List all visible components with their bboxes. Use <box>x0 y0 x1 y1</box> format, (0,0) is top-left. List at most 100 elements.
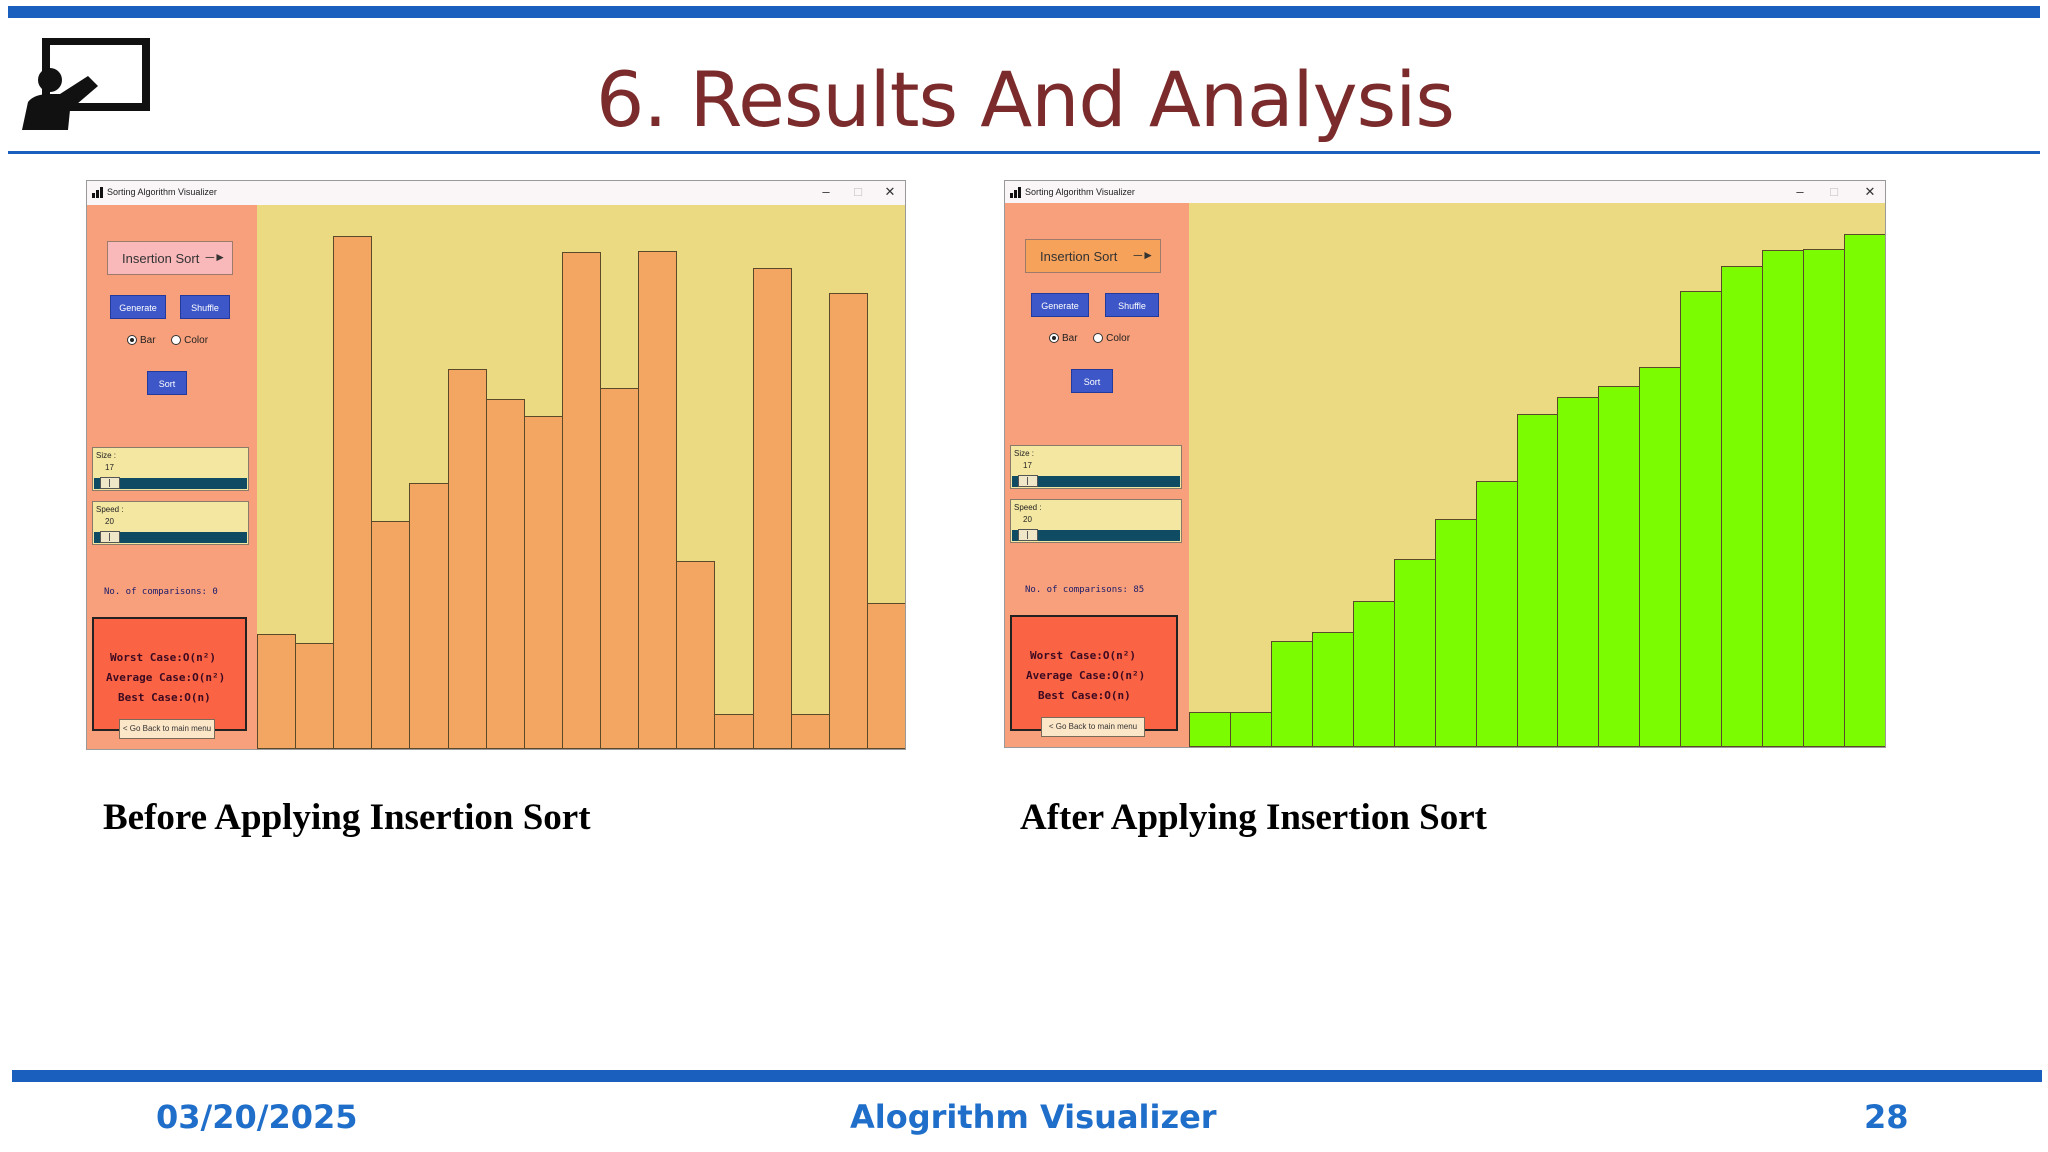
top-accent-bar <box>8 6 2040 18</box>
sort-bar <box>1311 632 1354 747</box>
sort-bar <box>1680 291 1723 747</box>
sort-button[interactable]: Sort <box>147 371 187 395</box>
sort-bar <box>752 268 792 749</box>
render-mode-radio-group: Bar Color <box>127 335 208 346</box>
back-to-main-menu-button[interactable]: < Go Back to main menu <box>119 719 215 739</box>
size-slider-track[interactable] <box>1012 475 1180 487</box>
render-mode-radio-group: Bar Color <box>1049 333 1130 344</box>
sort-bar <box>1352 601 1395 747</box>
back-to-main-menu-button[interactable]: < Go Back to main menu <box>1041 717 1145 737</box>
sort-bar <box>1639 367 1682 747</box>
sort-bar <box>1557 397 1600 747</box>
sort-bar <box>638 251 678 749</box>
size-slider-value: 17 <box>1023 461 1032 470</box>
best-case-text: Best Case:O(n) <box>118 691 211 704</box>
bar-chart-app-icon <box>92 187 103 198</box>
sort-bar <box>371 521 411 749</box>
radio-bar[interactable] <box>127 335 137 346</box>
sort-bar <box>600 388 640 749</box>
radio-color-label: Color <box>1106 333 1131 344</box>
sort-bar <box>1189 712 1231 747</box>
close-icon[interactable]: ✕ <box>884 184 896 199</box>
radio-bar[interactable] <box>1049 333 1059 344</box>
size-slider[interactable]: Size : 17 <box>92 447 249 491</box>
speed-slider-label: Speed : <box>96 505 124 514</box>
sort-bar <box>1229 712 1272 747</box>
worst-case-text: Worst Case:O(n²) <box>1030 649 1136 662</box>
size-slider[interactable]: Size : 17 <box>1010 445 1182 489</box>
sort-bar <box>447 369 487 749</box>
sort-bar <box>790 714 830 749</box>
radio-bar-label: Bar <box>1062 333 1078 344</box>
sort-bar <box>1844 234 1885 747</box>
close-icon[interactable]: ✕ <box>1864 184 1876 199</box>
size-slider-value: 17 <box>105 463 114 472</box>
radio-bar-label: Bar <box>140 335 156 346</box>
sort-bar <box>1393 559 1436 747</box>
bar-canvas <box>1189 203 1885 747</box>
complexity-panel: Worst Case:O(n²) Average Case:O(n²) Best… <box>1010 615 1178 731</box>
sort-bar <box>409 483 449 749</box>
generate-button[interactable]: Generate <box>110 295 166 319</box>
dropdown-arrow-icon: ─► <box>205 250 226 264</box>
speed-slider-label: Speed : <box>1014 503 1042 512</box>
complexity-panel: Worst Case:O(n²) Average Case:O(n²) Best… <box>92 617 247 731</box>
speed-slider-track[interactable] <box>94 531 247 543</box>
bar-chart-app-icon <box>1010 187 1021 198</box>
footer-title: Alogrithm Visualizer <box>850 1098 1217 1136</box>
size-slider-track[interactable] <box>94 477 247 489</box>
shuffle-button[interactable]: Shuffle <box>180 295 230 319</box>
footer-accent-bar <box>12 1070 2042 1082</box>
speed-slider-track[interactable] <box>1012 529 1180 541</box>
radio-color-label: Color <box>184 335 209 346</box>
radio-color[interactable] <box>1093 333 1104 344</box>
speed-slider-thumb[interactable] <box>1018 529 1038 541</box>
radio-color[interactable] <box>171 335 182 346</box>
minimize-icon[interactable]: – <box>1796 184 1804 199</box>
sort-bar <box>1434 519 1477 747</box>
sort-bar <box>1762 250 1805 747</box>
size-slider-label: Size : <box>1014 449 1035 458</box>
size-slider-label: Size : <box>96 451 117 460</box>
footer-page-number: 28 <box>1864 1098 1909 1136</box>
comparisons-counter: No. of comparisons: 85 <box>1025 585 1145 595</box>
shuffle-button[interactable]: Shuffle <box>1105 293 1159 317</box>
control-panel: Insertion Sort ─► Generate Shuffle Bar C… <box>87 205 257 749</box>
minimize-icon[interactable]: – <box>822 184 830 199</box>
window-title: Sorting Algorithm Visualizer <box>107 187 217 197</box>
presenter-icon <box>22 38 150 130</box>
speed-slider-value: 20 <box>1023 515 1032 524</box>
sort-bar <box>1270 641 1313 747</box>
maximize-icon[interactable]: □ <box>1830 184 1838 199</box>
speed-slider[interactable]: Speed : 20 <box>1010 499 1182 543</box>
sort-button[interactable]: Sort <box>1071 369 1113 393</box>
size-slider-thumb[interactable] <box>100 477 120 489</box>
algorithm-dropdown[interactable]: Insertion Sort ─► <box>1025 239 1161 273</box>
speed-slider[interactable]: Speed : 20 <box>92 501 249 545</box>
caption-before: Before Applying Insertion Sort <box>103 797 591 838</box>
best-case-text: Best Case:O(n) <box>1038 689 1131 702</box>
sort-bar <box>828 293 868 749</box>
window-titlebar: Sorting Algorithm Visualizer – □ ✕ <box>87 181 905 205</box>
caption-after: After Applying Insertion Sort <box>1020 797 1487 838</box>
sort-bar <box>561 252 602 749</box>
average-case-text: Average Case:O(n²) <box>106 671 226 684</box>
sort-bar <box>257 634 297 749</box>
generate-button[interactable]: Generate <box>1031 293 1089 317</box>
speed-slider-value: 20 <box>105 517 114 526</box>
footer-date: 03/20/2025 <box>156 1098 358 1136</box>
sort-bar <box>1803 249 1846 747</box>
slide-title: 6. Results And Analysis <box>596 55 1455 144</box>
size-slider-thumb[interactable] <box>1018 475 1038 487</box>
worst-case-text: Worst Case:O(n²) <box>110 651 216 664</box>
sort-bar <box>523 416 563 749</box>
maximize-icon[interactable]: □ <box>854 184 862 199</box>
sort-bar <box>1516 414 1559 747</box>
speed-slider-thumb[interactable] <box>100 531 120 543</box>
sort-bar <box>866 603 905 749</box>
sort-bar <box>485 399 525 749</box>
window-titlebar: Sorting Algorithm Visualizer – □ ✕ <box>1005 181 1885 203</box>
title-divider <box>8 151 2040 154</box>
visualizer-window-after: Sorting Algorithm Visualizer – □ ✕ Inser… <box>1004 180 1886 748</box>
algorithm-dropdown[interactable]: Insertion Sort ─► <box>107 241 233 275</box>
